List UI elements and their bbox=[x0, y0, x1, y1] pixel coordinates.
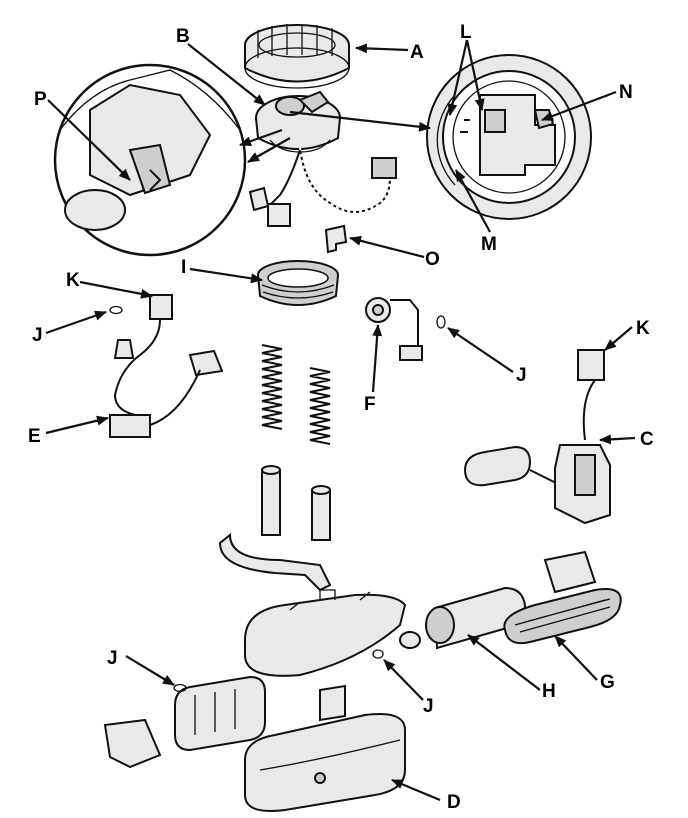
label-n: N bbox=[619, 82, 633, 103]
leader-arrows bbox=[45, 39, 636, 802]
label-j-lower-left: J bbox=[107, 648, 118, 669]
label-c: C bbox=[640, 429, 654, 450]
label-e: E bbox=[28, 426, 41, 447]
part-harness-left bbox=[109, 294, 224, 438]
part-holder-left bbox=[103, 718, 162, 769]
o-rings bbox=[109, 305, 446, 693]
part-pump-flange bbox=[255, 90, 341, 153]
part-clip bbox=[324, 224, 348, 254]
label-i: I bbox=[181, 257, 186, 278]
label-b: B bbox=[176, 26, 190, 47]
part-seal-ring bbox=[257, 260, 339, 306]
label-j-lower-mid: J bbox=[423, 696, 434, 717]
springs bbox=[261, 344, 331, 445]
label-a: A bbox=[410, 42, 424, 63]
part-fuel-strainer bbox=[503, 550, 622, 645]
detail-view-right bbox=[426, 54, 592, 220]
part-fuel-pump bbox=[425, 586, 527, 650]
label-k-right: K bbox=[636, 318, 650, 339]
flange-harness bbox=[248, 147, 397, 227]
label-o: O bbox=[425, 249, 440, 270]
label-l: L bbox=[460, 22, 472, 43]
label-d: D bbox=[447, 792, 461, 813]
part-guide-bracket bbox=[218, 465, 332, 592]
label-k-left: K bbox=[66, 270, 80, 291]
label-j-upper-right: J bbox=[516, 365, 527, 386]
part-pressure-regulator bbox=[365, 297, 423, 361]
label-p: P bbox=[34, 89, 47, 110]
part-lock-ring bbox=[244, 24, 350, 89]
part-pump-upper-housing bbox=[244, 589, 422, 677]
detail-arrows bbox=[239, 110, 431, 163]
label-g: G bbox=[600, 672, 615, 693]
label-m: M bbox=[481, 234, 497, 255]
label-f: F bbox=[364, 394, 376, 415]
label-h: H bbox=[542, 681, 556, 702]
part-filter-body bbox=[174, 675, 266, 752]
part-fuel-level-sender bbox=[463, 349, 611, 525]
part-lower-case bbox=[244, 684, 406, 812]
label-j-upper-left: J bbox=[32, 325, 43, 346]
detail-view-left bbox=[53, 63, 247, 257]
